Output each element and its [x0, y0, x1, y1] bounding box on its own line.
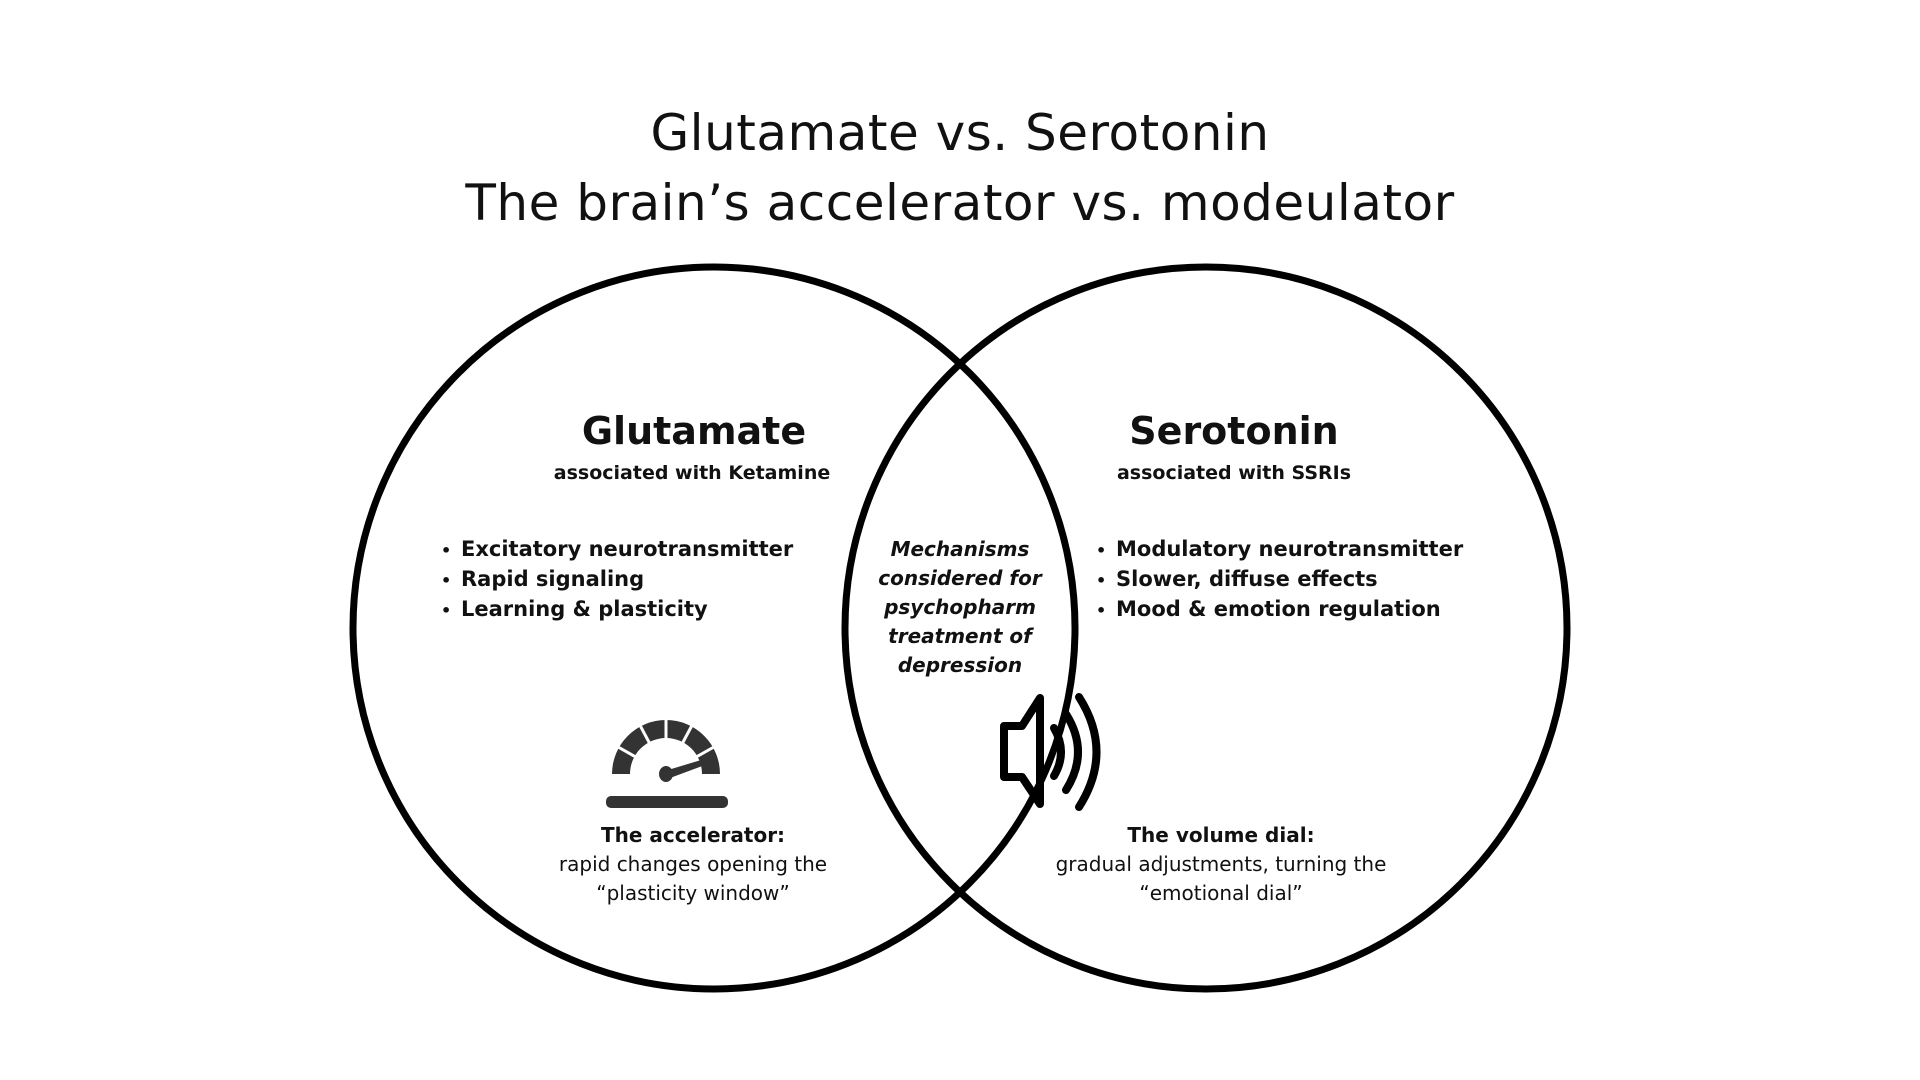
glutamate-circle [349, 263, 1079, 993]
serotonin-bullets: Modulatory neurotransmitter Slower, diff… [1096, 535, 1463, 625]
bullet-item: Rapid signaling [441, 565, 793, 595]
caption-line: “emotional dial” [1139, 881, 1303, 905]
overlap-line: Mechanisms [890, 537, 1030, 561]
caption-title: The volume dial: [1127, 823, 1315, 847]
caption-line: rapid changes opening the [558, 852, 828, 876]
caption-title: The accelerator: [600, 823, 786, 847]
accelerator-caption: The accelerator: rapid changes opening t… [559, 821, 827, 908]
glutamate-subheading: associated with Ketamine [553, 462, 831, 484]
overlap-line: treatment of [888, 624, 1032, 648]
glutamate-bullets: Excitatory neurotransmitter Rapid signal… [441, 535, 793, 625]
speaker-volume-icon [1000, 693, 1101, 811]
title-line-2: The brain’s accelerator vs. modeulator [465, 174, 1455, 232]
caption-line: “plasticity window” [596, 881, 790, 905]
overlap-line: psychopharm [884, 595, 1036, 619]
overlap-text: Mechanisms considered for psychopharm tr… [878, 535, 1042, 680]
bullet-item: Slower, diffuse effects [1096, 565, 1463, 595]
bullet-item: Modulatory neurotransmitter [1096, 535, 1463, 565]
glutamate-heading: Glutamate [581, 409, 807, 453]
caption-line: gradual adjustments, turning the [1055, 852, 1387, 876]
speedometer-icon [606, 694, 728, 808]
bullet-item: Learning & plasticity [441, 595, 793, 625]
serotonin-circle [841, 263, 1571, 993]
overlap-line: considered for [878, 566, 1042, 590]
serotonin-subheading: associated with SSRIs [1116, 462, 1352, 484]
bullet-item: Excitatory neurotransmitter [441, 535, 793, 565]
bullet-item: Mood & emotion regulation [1096, 595, 1463, 625]
serotonin-heading: Serotonin [1129, 409, 1339, 453]
title-line-1: Glutamate vs. Serotonin [650, 104, 1270, 162]
overlap-line: depression [897, 653, 1023, 677]
volume-caption: The volume dial: gradual adjustments, tu… [1056, 821, 1387, 908]
